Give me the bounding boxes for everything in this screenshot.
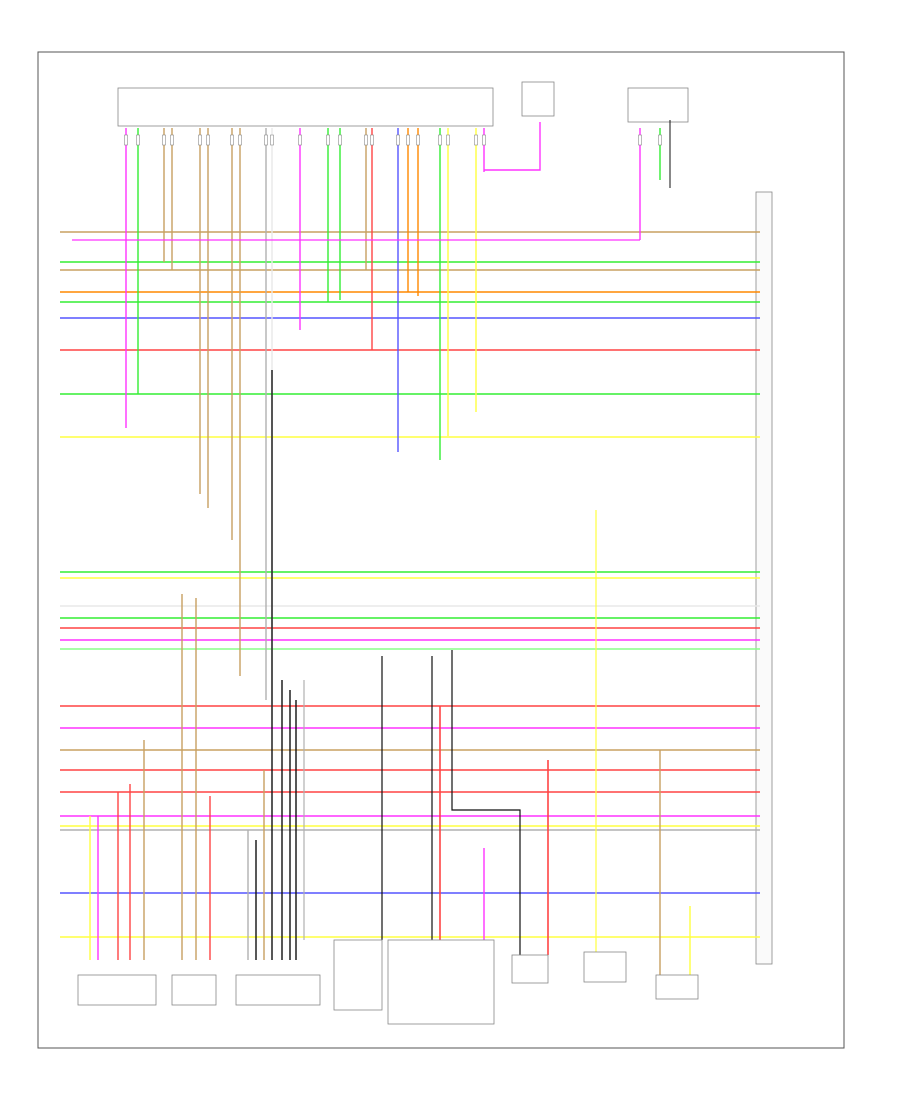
wire-terminal	[136, 134, 140, 146]
top-link-1	[484, 122, 541, 171]
component-1	[77, 974, 157, 1006]
component-5	[387, 939, 495, 1025]
wire-terminal	[238, 134, 242, 146]
wire-terminal	[338, 134, 342, 146]
component-7	[583, 951, 627, 983]
top-connector-b	[521, 81, 555, 117]
wire-terminal	[264, 134, 268, 146]
wire-terminal	[206, 134, 210, 146]
component-8	[655, 974, 699, 1000]
wire-terminal	[364, 134, 368, 146]
mid-wire-2	[451, 650, 521, 955]
top-connector-group	[117, 81, 689, 127]
bottom-components	[77, 939, 699, 1025]
wire-terminal	[396, 134, 400, 146]
wire-terminal	[124, 134, 128, 146]
wire-terminal	[406, 134, 410, 146]
wire-terminal	[298, 134, 302, 146]
top-connector-a	[117, 87, 494, 127]
wire-terminal	[162, 134, 166, 146]
wire-terminal	[416, 134, 420, 146]
wire-terminal	[198, 134, 202, 146]
wires	[60, 120, 760, 975]
component-3	[235, 974, 321, 1006]
component-4	[333, 939, 383, 1011]
wire-terminal	[474, 134, 478, 146]
wire-terminal	[270, 134, 274, 146]
wire-terminal	[482, 134, 486, 146]
component-2	[171, 974, 217, 1006]
wire-terminal	[638, 134, 642, 146]
wire-terminal	[370, 134, 374, 146]
diagram-frame	[37, 51, 845, 1049]
wire-terminal	[326, 134, 330, 146]
wire-terminal	[230, 134, 234, 146]
wire-terminal	[446, 134, 450, 146]
wire-terminal	[170, 134, 174, 146]
top-connector-c	[627, 87, 689, 123]
component-6	[511, 954, 549, 984]
wire-terminal	[438, 134, 442, 146]
wire-terminal	[658, 134, 662, 146]
